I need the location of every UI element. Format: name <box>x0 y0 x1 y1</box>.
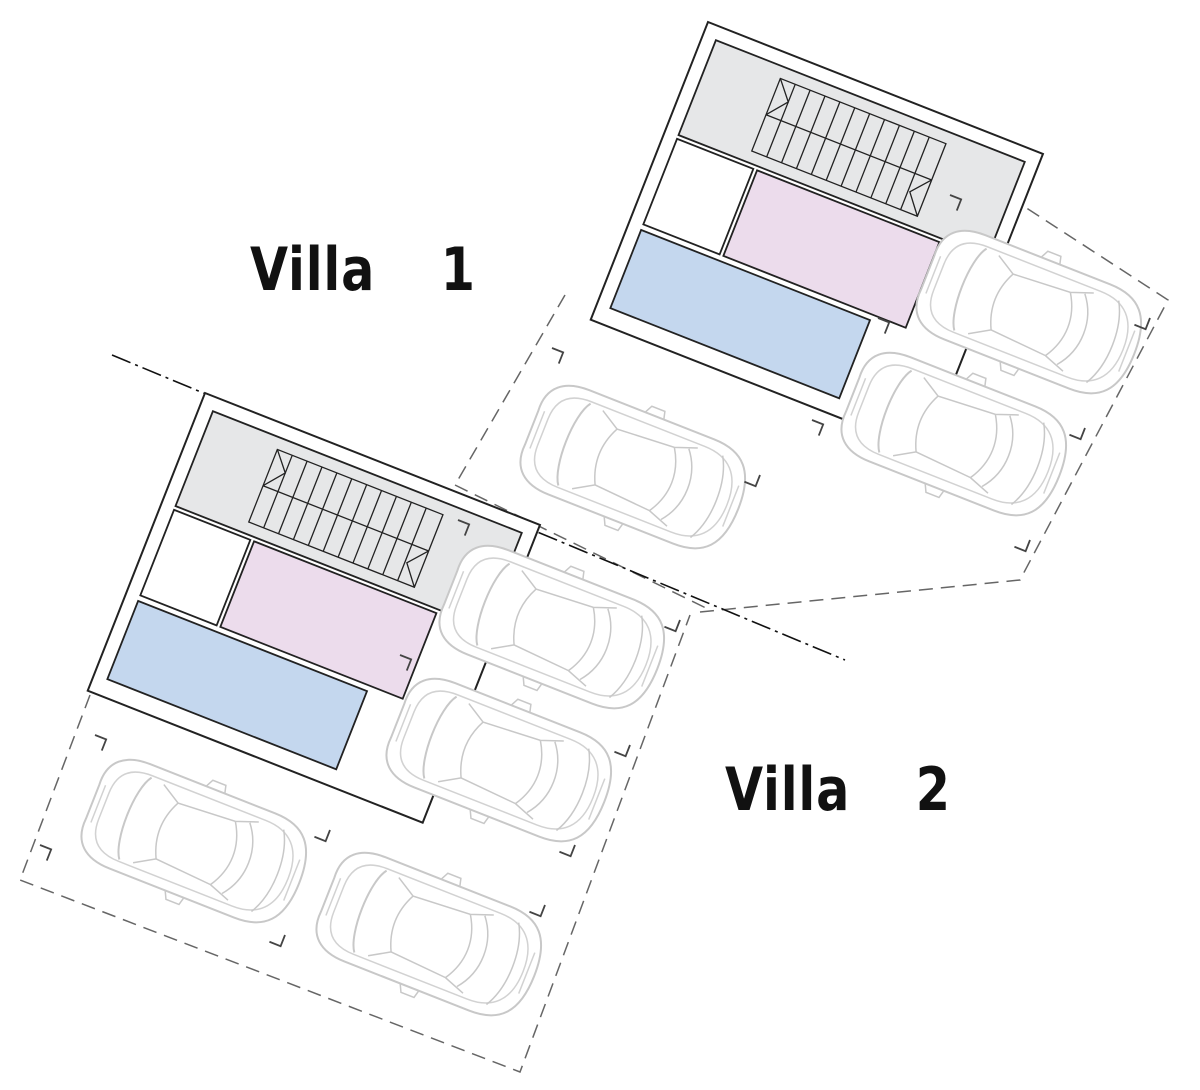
villa-2-lot-boundary <box>19 614 691 1073</box>
villa-2-label-word: Villa <box>725 755 851 825</box>
villa-2-label-number: 2 <box>915 755 951 825</box>
villa-1-label-number: 1 <box>440 235 476 305</box>
car-villa-1-a <box>507 367 763 570</box>
car-villa-2-d <box>303 834 559 1037</box>
villa-1-lot-boundary <box>454 167 1169 613</box>
car-villa-2-c <box>68 741 324 944</box>
villa-1-label-word: Villa <box>250 235 376 305</box>
villa-1-lot-lower-edge <box>454 484 711 611</box>
